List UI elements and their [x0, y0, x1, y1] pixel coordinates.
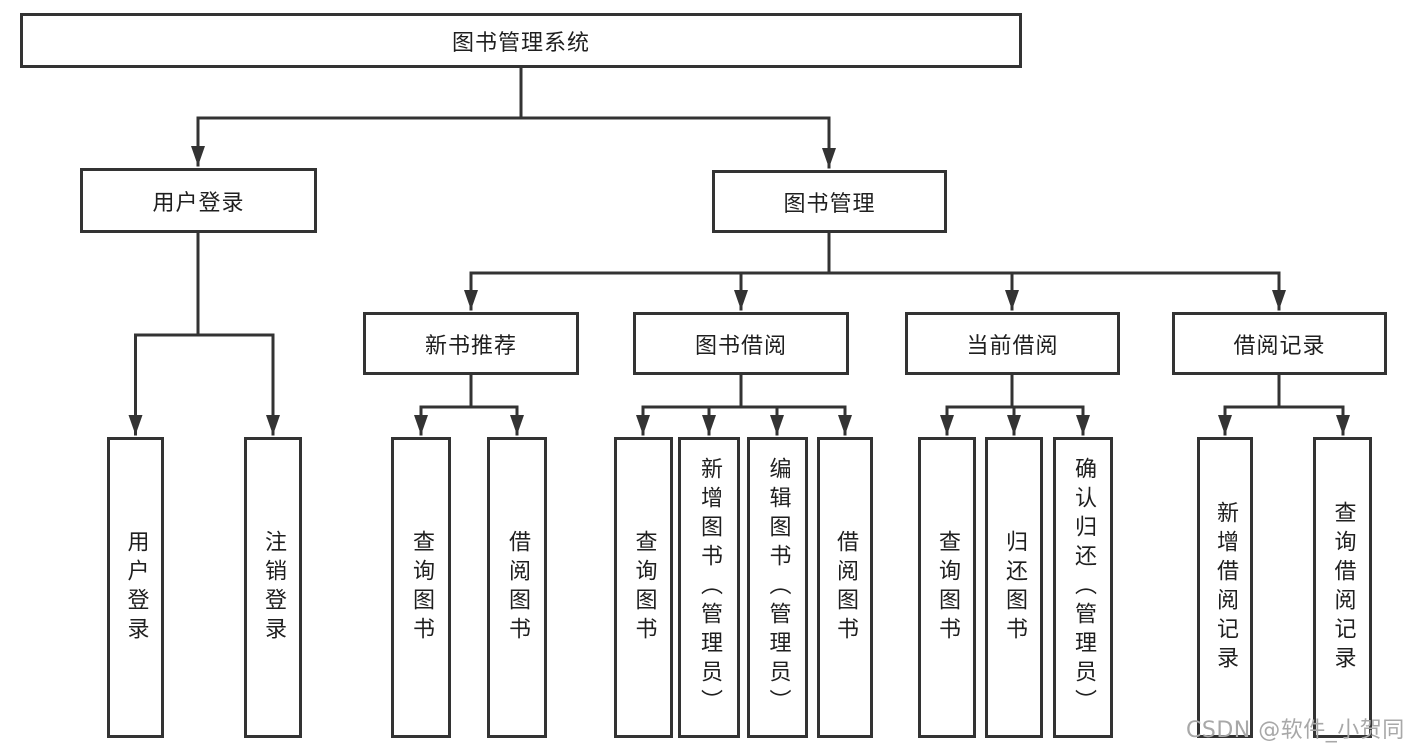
- leaf-query-books-current: 查询图书: [918, 437, 976, 738]
- leaf-borrow-books-label: 借阅图书: [833, 529, 858, 646]
- leaf-query-books-recommend: 查询图书: [391, 437, 451, 738]
- node-borrow-records: 借阅记录: [1172, 312, 1387, 375]
- leaf-query-books-current-label: 查询图书: [935, 529, 960, 646]
- leaf-add-books-admin-label: 新增图书（管理员）: [697, 457, 722, 718]
- leaf-edit-books-admin-label: 编辑图书（管理员）: [765, 457, 791, 718]
- leaf-borrow-books-recommend-label: 借阅图书: [505, 529, 530, 646]
- node-root: 图书管理系统: [20, 13, 1022, 68]
- leaf-return-books: 归还图书: [985, 437, 1043, 738]
- leaf-borrow-books-recommend: 借阅图书: [487, 437, 547, 738]
- node-new-book-recommend-label: 新书推荐: [424, 333, 517, 359]
- leaf-user-login-label: 用户登录: [123, 529, 149, 646]
- node-book-management: 图书管理: [712, 170, 947, 233]
- leaf-query-borrow-record: 查询借阅记录: [1313, 437, 1372, 738]
- leaf-edit-books-admin: 编辑图书（管理员）: [747, 437, 808, 738]
- leaf-add-books-admin: 新增图书（管理员）: [678, 437, 740, 738]
- leaf-return-books-label: 归还图书: [1002, 529, 1027, 646]
- leaf-user-login: 用户登录: [107, 437, 164, 738]
- node-user-login: 用户登录: [80, 168, 317, 233]
- node-current-borrow: 当前借阅: [905, 312, 1120, 375]
- node-root-label: 图书管理系统: [451, 30, 590, 56]
- leaf-add-borrow-record-label: 新增借阅记录: [1213, 500, 1238, 675]
- leaf-logout-label: 注销登录: [261, 529, 286, 646]
- node-new-book-recommend: 新书推荐: [363, 312, 579, 375]
- leaf-query-books-borrow-label: 查询图书: [631, 529, 657, 646]
- leaf-query-books-recommend-label: 查询图书: [409, 529, 434, 646]
- leaf-confirm-return-admin: 确认归还（管理员）: [1053, 437, 1113, 738]
- csdn-watermark: CSDN @软件_小贺同学: [1186, 718, 1405, 743]
- leaf-confirm-return-admin-label: 确认归还（管理员）: [1071, 457, 1096, 718]
- leaf-logout: 注销登录: [244, 437, 302, 738]
- leaf-query-borrow-record-label: 查询借阅记录: [1330, 500, 1356, 675]
- leaf-add-borrow-record: 新增借阅记录: [1197, 437, 1253, 738]
- leaf-borrow-books: 借阅图书: [817, 437, 873, 738]
- node-borrow-records-label: 借阅记录: [1233, 333, 1326, 359]
- node-user-login-label: 用户登录: [152, 190, 245, 216]
- leaf-query-books-borrow: 查询图书: [614, 437, 673, 738]
- node-book-management-label: 图书管理: [783, 191, 876, 217]
- node-book-borrow: 图书借阅: [633, 312, 849, 375]
- node-current-borrow-label: 当前借阅: [966, 333, 1059, 359]
- node-book-borrow-label: 图书借阅: [694, 333, 787, 359]
